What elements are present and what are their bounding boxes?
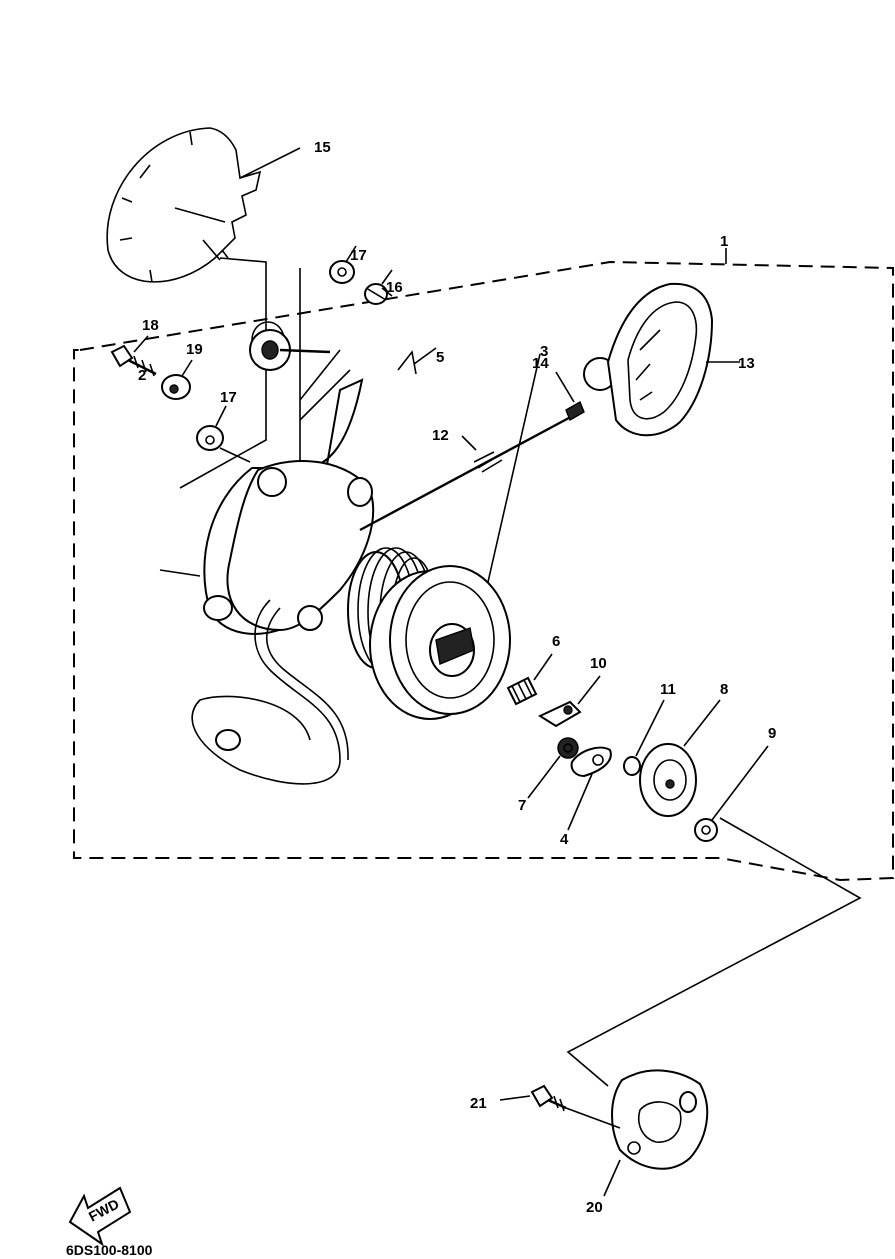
part-label: 14 <box>532 355 549 372</box>
part-label: 19 <box>186 341 203 358</box>
part-label: 21 <box>470 1095 487 1112</box>
part-20-starter-pulley <box>603 1069 709 1197</box>
part-8-plate <box>639 699 721 817</box>
part-label: 3 <box>540 343 548 360</box>
part-label: 9 <box>768 725 776 742</box>
part-label: 10 <box>590 655 607 672</box>
part-label: 6 <box>552 633 560 650</box>
part-label: 2 <box>138 367 146 384</box>
part-label: 1 <box>720 233 728 250</box>
part-14-grommet <box>555 371 585 422</box>
part-label: 16 <box>386 279 403 296</box>
part-label: 7 <box>518 797 526 814</box>
part-label: 20 <box>586 1199 603 1216</box>
part-2-starter-case <box>159 321 375 635</box>
part-label: 13 <box>738 355 755 372</box>
part-12-rope <box>359 410 581 532</box>
part-label: 5 <box>436 349 444 366</box>
part-16-bolt <box>364 269 393 305</box>
part-4-ratchet <box>567 746 612 831</box>
part-label: 4 <box>560 831 569 848</box>
part-17-washer-upper <box>329 245 357 284</box>
part-18-bolt <box>110 335 157 377</box>
part-17-washer-lower <box>196 405 251 463</box>
part-7-spring <box>527 737 579 799</box>
part-label: 8 <box>720 681 728 698</box>
part-9-nut <box>694 745 769 842</box>
starter-rope <box>191 599 349 785</box>
part-21-bolt <box>499 1084 621 1129</box>
part-label: 11 <box>660 681 676 698</box>
part-13-starter-handle <box>583 282 740 437</box>
diagram-reference-code: 6DS100-8100 <box>66 1242 153 1258</box>
part-label: 15 <box>314 139 331 156</box>
part-label: 17 <box>350 247 367 264</box>
assembly-boundary-dashed <box>73 260 894 882</box>
part-6-spring <box>506 653 553 706</box>
part-10-pawl <box>537 675 601 728</box>
part-3-reel <box>369 353 541 720</box>
part-11-washer <box>623 699 665 776</box>
fwd-arrow-icon: FWD <box>68 1186 132 1247</box>
leader-line-to-part-20 <box>566 817 862 1087</box>
part-19-washer <box>161 359 193 400</box>
part-label: 12 <box>432 427 449 444</box>
part-label: 18 <box>142 317 159 334</box>
part-label: 17 <box>220 389 237 406</box>
